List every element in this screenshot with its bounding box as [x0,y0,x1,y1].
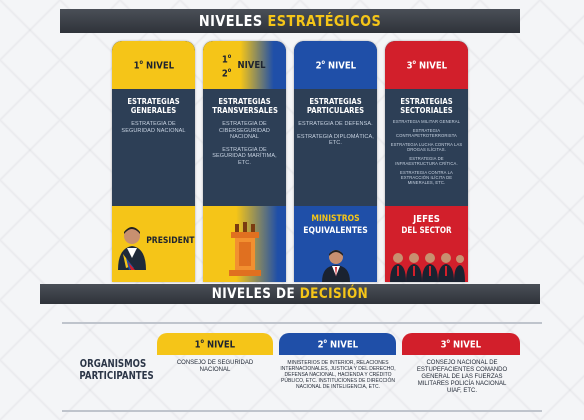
column-footer [203,206,286,282]
column-footer: JEFES DEL SECTOR [385,206,468,282]
org-level-2-header: 2o NIVEL [279,333,396,355]
strategy-item: ESTRATEGIA DE SEGURIDAD MARÍTIMA, ETC. [212,146,277,166]
column-header: 2o NIVEL [294,41,377,89]
column-header: 1o NIVEL [112,41,195,89]
foot-label-2: DEL SECTOR [401,226,452,236]
strategy-item: ESTRATEGIA DE DEFENSA. [298,121,373,127]
org-level-1-text: CONSEJO DE SEGURIDAD NACIONAL [176,360,254,373]
foot-label-2: EQUIVALENTES [303,226,368,236]
column-level-2: 2o NIVEL ESTRATEGIAS PARTICULARES ESTRAT… [294,41,377,282]
organismos-label: ORGANISMOS PARTICIPANTES [79,358,154,382]
level-label: 3o NIVEL [406,58,447,72]
strategy-title: ESTRATEGIAS GENERALES [127,97,180,115]
title-part-1: NIVELES [198,12,268,30]
podium-icon [229,222,261,276]
minister-icon [322,250,350,282]
org-level-label: 3o NIVEL [440,337,482,351]
level-label: 2o NIVEL [315,58,356,72]
decision-title-part-1: NIVELES DE [211,286,300,302]
strategy-title: ESTRATEGIAS PARTICULARES [306,97,365,115]
column-footer: PRESIDENTE [112,206,195,282]
level-label: 1o 2o [222,52,232,80]
page-title: NIVELES ESTRATÉGICOS [199,12,381,30]
column-body: ESTRATEGIAS GENERALES ESTRATEGIA DE SEGU… [112,89,195,206]
strategy-item: ESTRATEGIA CONTRA LA EXTRACCIÓN ILÍCITA … [400,170,453,185]
sector-chiefs-icon [390,253,465,282]
column-level-1-2: 1o 2o NIVEL ESTRATEGIAS TRANSVERSALES ES… [203,41,286,282]
foot-label-1: MINISTROS [311,214,360,224]
level-label: 1o NIVEL [133,58,174,72]
org-level-label: 1o NIVEL [194,337,236,351]
column-header: 3o NIVEL [385,41,468,89]
foot-label-1: JEFES [413,214,440,225]
column-level-1: 1o NIVEL ESTRATEGIAS GENERALES ESTRATEGI… [112,41,195,282]
column-level-3: 3o NIVEL ESTRATEGIAS SECTORIALES ESTRATE… [385,41,468,282]
divider-bottom [62,410,542,412]
president-icon [118,227,146,270]
org-level-label: 2o NIVEL [317,337,358,351]
strategy-item: ESTRATEGIA DIPLOMÁTICA, ETC. [297,133,374,147]
level-word: NIVEL [236,59,266,71]
title-bar: NIVELES ESTRATÉGICOS [60,9,520,33]
title-part-2: ESTRATÉGICOS [267,12,382,30]
org-level-3-header: 3o NIVEL [402,333,520,355]
column-footer: MINISTROS EQUIVALENTES [294,206,377,282]
column-body: ESTRATEGIAS TRANSVERSALES ESTRATEGIA DE … [203,89,286,206]
column-header: 1o 2o NIVEL [203,41,286,89]
org-level-3-text: CONSEJO NACIONAL DE ESTUPEFACIENTES COMA… [416,360,508,394]
foot-label: PRESIDENTE [146,236,195,246]
strategy-item: ESTRATEGIA DE INFRAESTRUCTURA CRÍTICA. [395,156,458,166]
decision-title-part-2: DECISIÓN [299,286,369,302]
strategy-item: ESTRATEGIA MILITAR GENERAL [392,119,461,124]
strategy-title: ESTRATEGIAS TRANSVERSALES [212,97,278,115]
decision-title: NIVELES DE DECISIÓN [212,286,368,302]
column-body: ESTRATEGIAS SECTORIALES ESTRATEGIA MILIT… [385,89,468,206]
decision-title-bar: NIVELES DE DECISIÓN [40,284,540,304]
strategy-item: ESTRATEGIA LUCHA CONTRA LAS DROGAS ILÍCI… [390,142,463,152]
strategy-item: ESTRATEGIA DE CIBERSEGURIDAD NACIONAL [219,121,270,140]
strategy-item: ESTRATEGIA CONTRAPETROTERRORISTA [396,128,457,138]
strategy-title: ESTRATEGIAS SECTORIALES [400,97,453,115]
divider-top [62,322,542,324]
org-level-2-text: MINISTERIOS DE INTERIOR, RELACIONES INTE… [280,360,396,390]
org-level-1-header: 1o NIVEL [157,333,273,355]
column-body: ESTRATEGIAS PARTICULARES ESTRATEGIA DE D… [294,89,377,206]
strategy-item: ESTRATEGIA DE SEGURIDAD NACIONAL [121,121,186,134]
